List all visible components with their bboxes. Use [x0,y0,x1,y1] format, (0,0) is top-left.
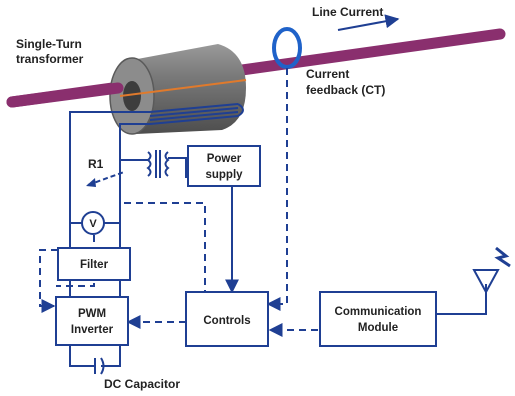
line-current-arrow [337,14,400,31]
power-line-front [6,82,124,108]
pwm-label-1: PWM [78,308,106,320]
comm-label-1: Communication [335,306,422,318]
dc-capacitor-label: DC Capacitor [104,377,180,391]
r1-label: R1 [88,157,104,171]
current-feedback-label-2: feedback (CT) [306,83,385,97]
voltmeter: V [81,211,105,235]
controls-box: Controls [185,291,269,347]
antenna-icon [494,246,511,268]
power-supply-label-1: Power [207,153,242,165]
voltmeter-label: V [89,218,97,230]
pwm-label-2: Inverter [71,324,114,336]
antenna-link [436,269,500,315]
communication-module-box: Communication Module [319,291,437,347]
comm-label-2: Module [358,322,398,334]
circuit-wiring [69,111,187,375]
filter-label: Filter [80,259,109,271]
power-supply-label-2: supply [205,169,243,181]
r1-resistor-symbol [86,171,125,187]
line-current-label: Line Current [312,5,383,19]
current-feedback-label-1: Current [306,67,349,81]
ct-ring [272,27,302,69]
power-supply-box: Power supply [187,145,261,187]
controls-label: Controls [203,315,250,327]
filter-box: Filter [57,247,131,281]
transformer-winding [149,103,244,125]
single-turn-label-2: transformer [16,52,84,66]
pwm-inverter-box: PWM Inverter [55,296,129,346]
single-turn-label-1: Single-Turn [16,37,82,51]
isolation-transformer-symbol [146,150,170,178]
